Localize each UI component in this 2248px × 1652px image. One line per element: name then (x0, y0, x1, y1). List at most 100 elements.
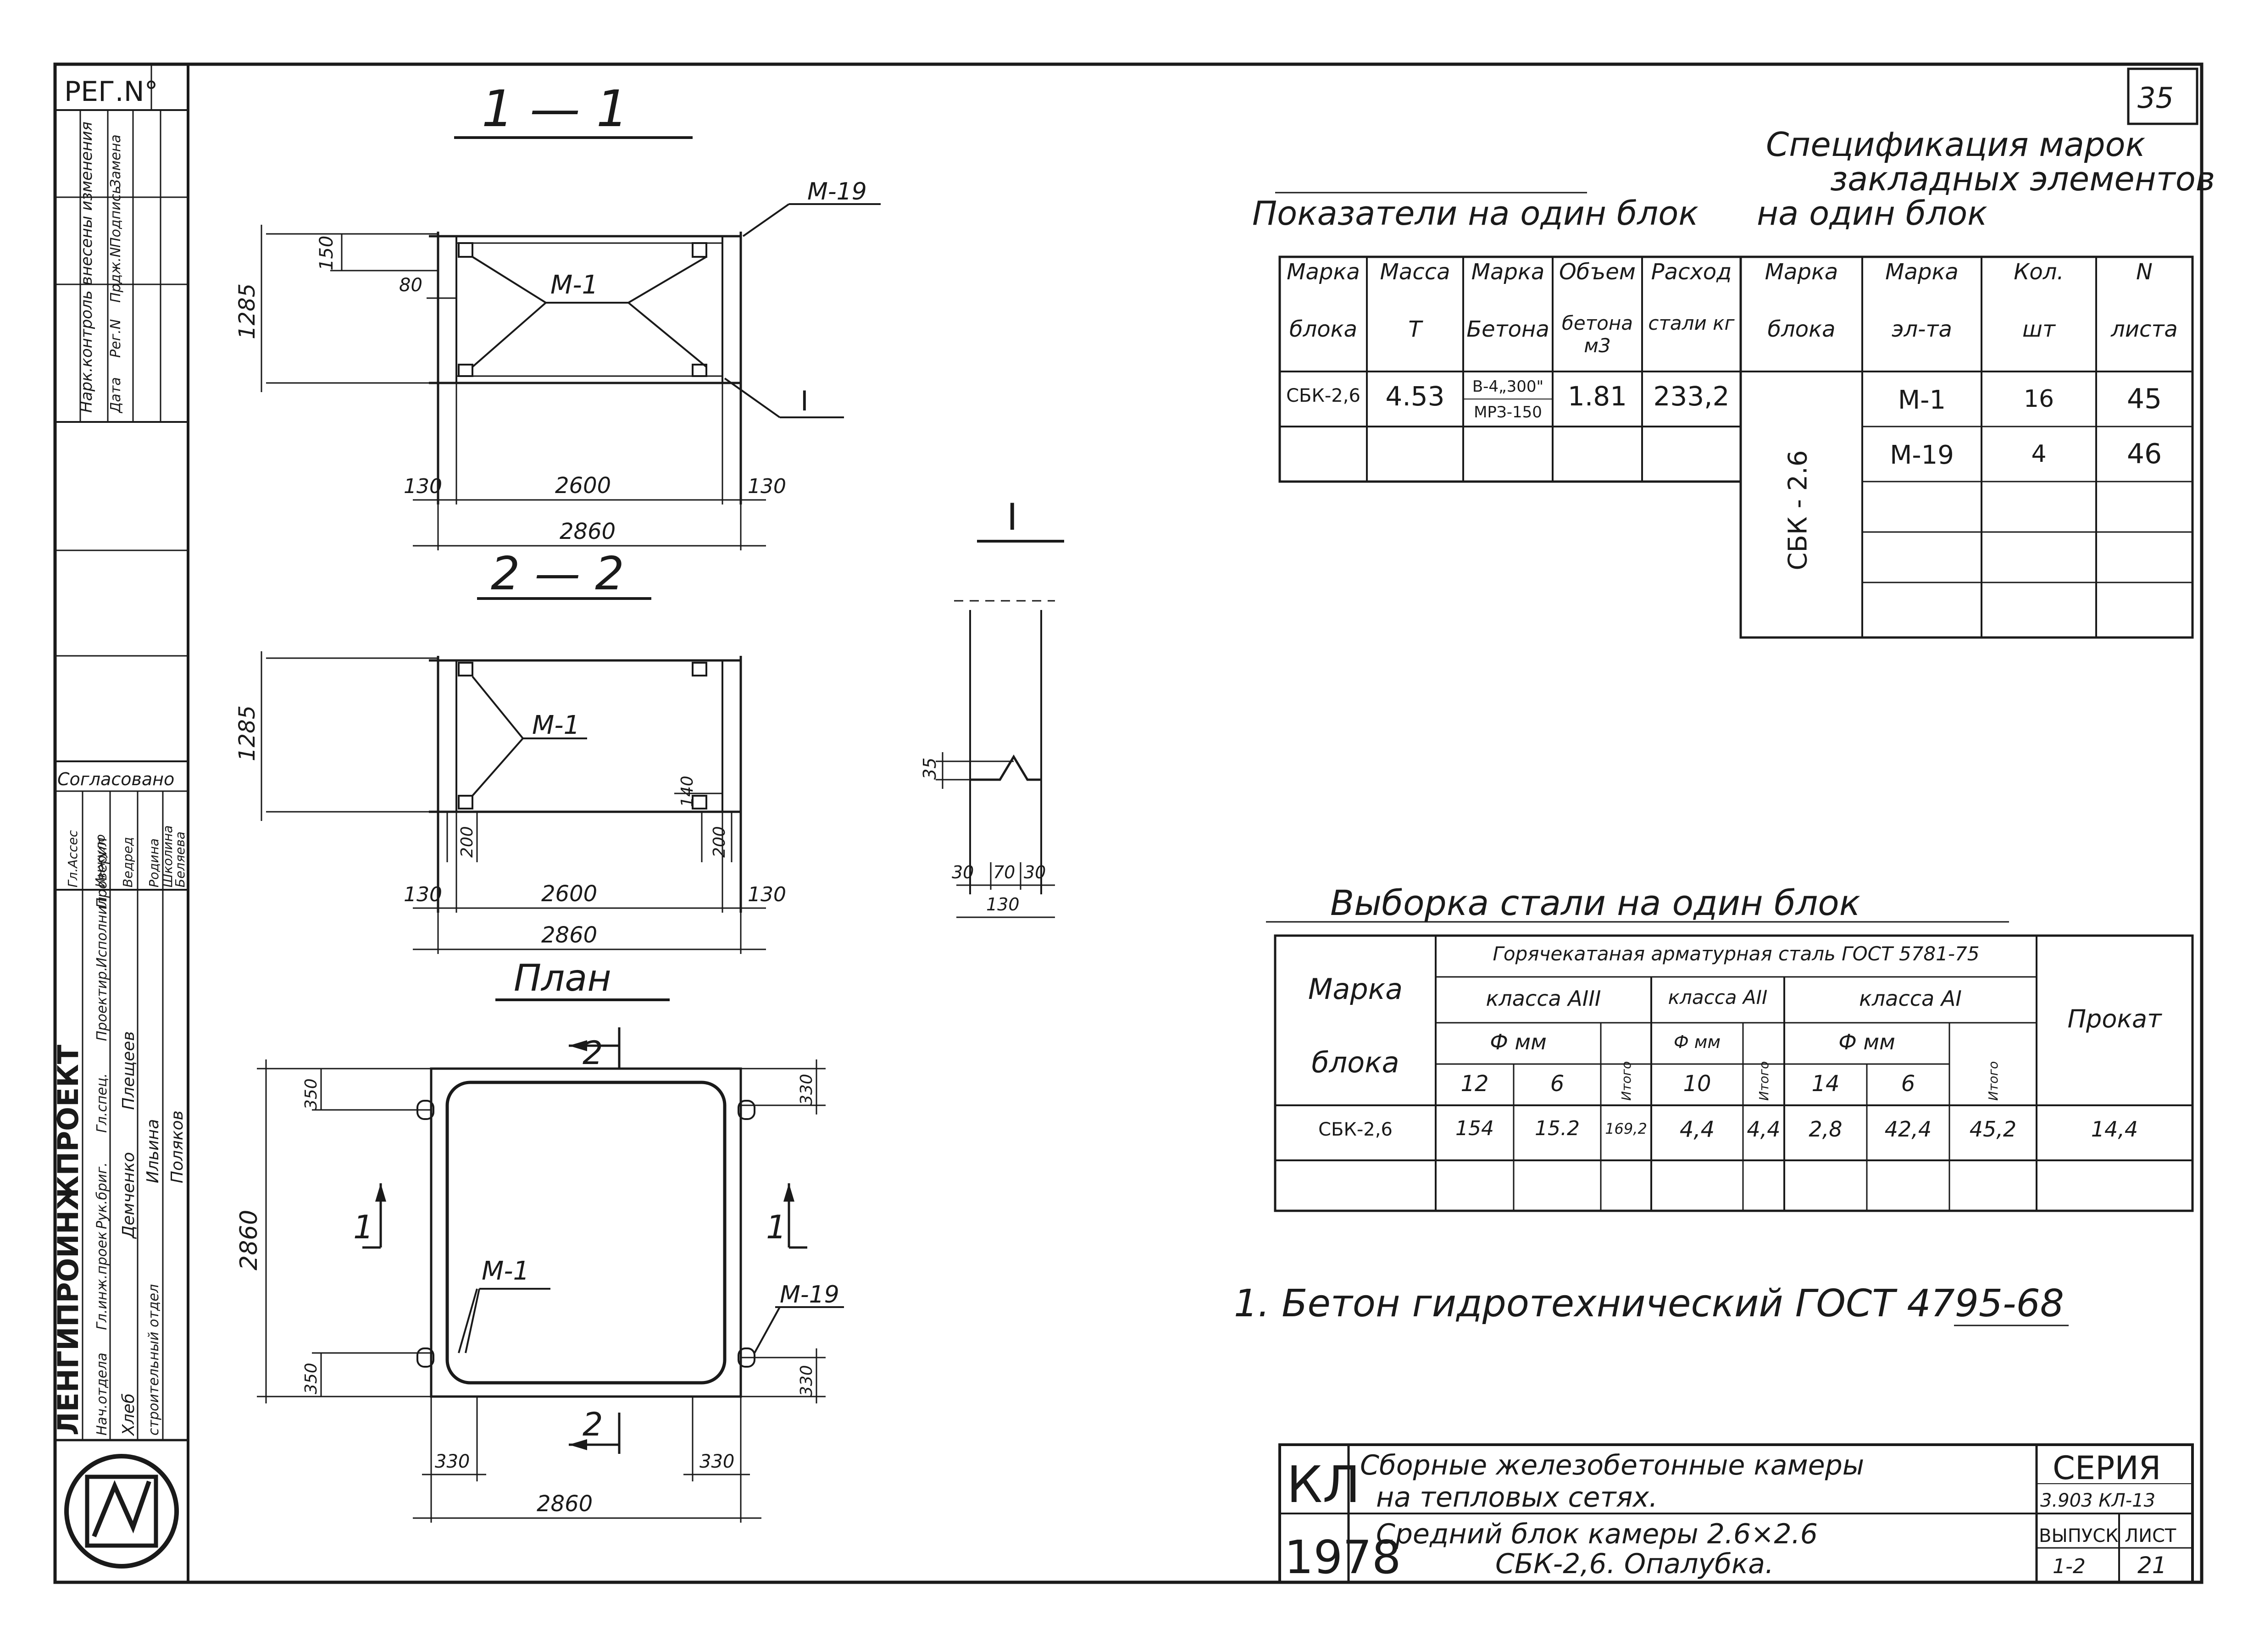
plan-dim-350-bottom: 350 (302, 1363, 321, 1394)
issue-label: ВЫПУСК (2039, 1525, 2119, 1547)
section-1-m19: M-19 (807, 178, 867, 205)
spec-title-3: на один блок (1757, 194, 1987, 233)
agreed-row-5: Беляева (172, 832, 188, 887)
sheet-number-box (2127, 67, 2198, 125)
general-note: 1. Бетон гидротехнический ГОСТ 4795-68 (1234, 1282, 2064, 1325)
series-value: 3.903 КЛ-13 (2040, 1490, 2155, 1511)
steel-itogo-3: Итого (1619, 1061, 1634, 1101)
spec-title-2: закладных элементов (1830, 160, 2215, 198)
sheet-number: 35 (2137, 81, 2174, 115)
section-2-m1: M-1 (532, 710, 580, 740)
org-name: ЛЕНГИПРОИНЖПРОЕКТ (51, 1045, 85, 1436)
plan-dim-350-top: 350 (302, 1078, 321, 1110)
section-2-dim-140: 140 (678, 776, 697, 807)
plan-arrow-1-right: 1 (766, 1209, 787, 1246)
section-2-height: 1285 (234, 705, 260, 761)
person-4: Ильина (144, 1119, 162, 1183)
person-1: Демченко (119, 1152, 138, 1239)
section-1-dim-130-right: 130 (748, 475, 786, 498)
reg-label: PEГ.N° (64, 76, 158, 108)
section-1-dim-150: 150 (316, 236, 337, 271)
spec-title-1: Спецификация марок (1766, 125, 2145, 164)
plan-view: План M-1 M-19 1 1 2 2 (235, 957, 844, 1523)
section-1-1: 1 — 1 M-1 M-19 I 1285 150 (234, 79, 881, 550)
title-block: КЛ 1978 Сборные железобетонные камеры на… (1278, 1443, 2194, 1584)
detail-dim-130: 130 (986, 894, 1020, 915)
role-3: Гл.спец. (94, 1073, 110, 1133)
plan-arrow-1-left: 1 (353, 1209, 374, 1246)
sheet-label: ЛИСТ (2125, 1525, 2176, 1547)
role-4: Проектир. (94, 967, 110, 1041)
section-1-dim-2860: 2860 (560, 519, 616, 544)
plan-dim-330-left: 330 (435, 1451, 470, 1472)
plan-m19: M-19 (780, 1281, 839, 1308)
steel-itogo-2: Итого (1756, 1061, 1771, 1101)
plan-title: План (514, 957, 611, 999)
title-code: КЛ (1287, 1455, 1360, 1514)
section-2-title: 2 — 2 (491, 547, 624, 600)
title-line-3: Средний блок камеры 2.6×2.6 (1376, 1518, 1818, 1550)
sheet-value: 21 (2137, 1552, 2167, 1579)
section-1-title: 1 — 1 (482, 79, 628, 138)
changes-col-repl: Замена (108, 134, 124, 188)
title-line-4: СБК-2,6. Опалубка. (1495, 1548, 1774, 1580)
title-line-2: на тепловых сетях. (1376, 1481, 1658, 1513)
indicators-title: Показатели на один блок (1252, 194, 1698, 233)
side-stamp: PEГ.N° Нарк.контроль внесены изменения Д… (51, 63, 189, 1584)
detail-dim-70: 70 (993, 862, 1015, 882)
section-2-dim-200-right: 200 (710, 826, 729, 858)
section-1-m1: M-1 (550, 270, 598, 300)
steel-itogo-1: Итого (1986, 1061, 2001, 1101)
section-2-2: 2 — 2 M-1 1285 200 200 140 130 2600 130 (234, 547, 786, 954)
agreed-row-0: Гл.Ассес (65, 830, 80, 887)
section-2-dim-130-right: 130 (748, 883, 786, 906)
plan-arrow-2-bottom: 2 (583, 1406, 603, 1443)
changes-header: Нарк.контроль внесены изменения (78, 122, 96, 413)
plan-dim-330-right: 330 (699, 1451, 734, 1472)
agreed-row-3: Родина (146, 838, 161, 887)
plan-dim-330-bottom: 330 (797, 1365, 816, 1397)
role-2: Рук.бриг. (94, 1162, 110, 1229)
plan-arrow-2-top: 2 (583, 1034, 603, 1072)
spec-table: Спецификация марок закладных элементов н… (1739, 125, 2215, 639)
series-label: СЕРИЯ (2053, 1449, 2161, 1487)
detail-dim-30-right: 30 (1024, 862, 1046, 882)
person-0: Хлеб (119, 1393, 138, 1436)
plan-dim-2860-v: 2860 (235, 1210, 263, 1270)
section-2-dim-200-left: 200 (458, 826, 477, 858)
indicators-table: Показатели на один блок (1252, 192, 1742, 483)
section-1-dim-2600: 2600 (555, 473, 611, 499)
changes-col-reg: Рег.N (108, 319, 124, 358)
detail-title: I (1007, 496, 1018, 538)
title-year: 1978 (1284, 1530, 1401, 1584)
agreed-row-4: Школина (160, 825, 175, 887)
role-0: Нач.отдела (94, 1353, 110, 1436)
section-2-dim-2600: 2600 (541, 881, 597, 907)
section-1-callout: I (800, 385, 809, 417)
agreed-label: Согласовано (57, 769, 174, 789)
changes-col-date: Дата (108, 377, 124, 414)
section-1-height: 1285 (234, 283, 260, 339)
person-3: строительный отдел (146, 1284, 162, 1436)
agreed-row-2: Ведред (120, 837, 135, 887)
agreed-row-1: Инжуло (93, 834, 108, 887)
person-2: Плещеев (119, 1031, 138, 1110)
plan-m1: M-1 (482, 1256, 529, 1286)
section-1-dim-130-left: 130 (404, 475, 442, 498)
role-1: Гл.инж.проек (94, 1231, 110, 1330)
org-logo (55, 1439, 188, 1569)
steel-table: Выборка стали на один блок Итого Итого И… (1266, 882, 2194, 1212)
detail-view: I 35 30 70 30 130 (920, 496, 1064, 918)
role-5: Исполнил (94, 897, 110, 968)
sheet-frame (53, 62, 2204, 1584)
changes-col-proj: Прдж.N (108, 247, 124, 303)
role-6: Проверил (94, 837, 110, 908)
issue-value: 1-2 (2053, 1555, 2086, 1578)
section-1-dim-80: 80 (399, 275, 422, 296)
section-2-dim-130-left: 130 (404, 883, 442, 906)
detail-dim-35: 35 (920, 758, 940, 780)
title-line-1: Сборные железобетонные камеры (1360, 1449, 1864, 1481)
steel-title: Выборка стали на один блок (1330, 882, 1860, 923)
plan-dim-330-top: 330 (797, 1074, 816, 1105)
